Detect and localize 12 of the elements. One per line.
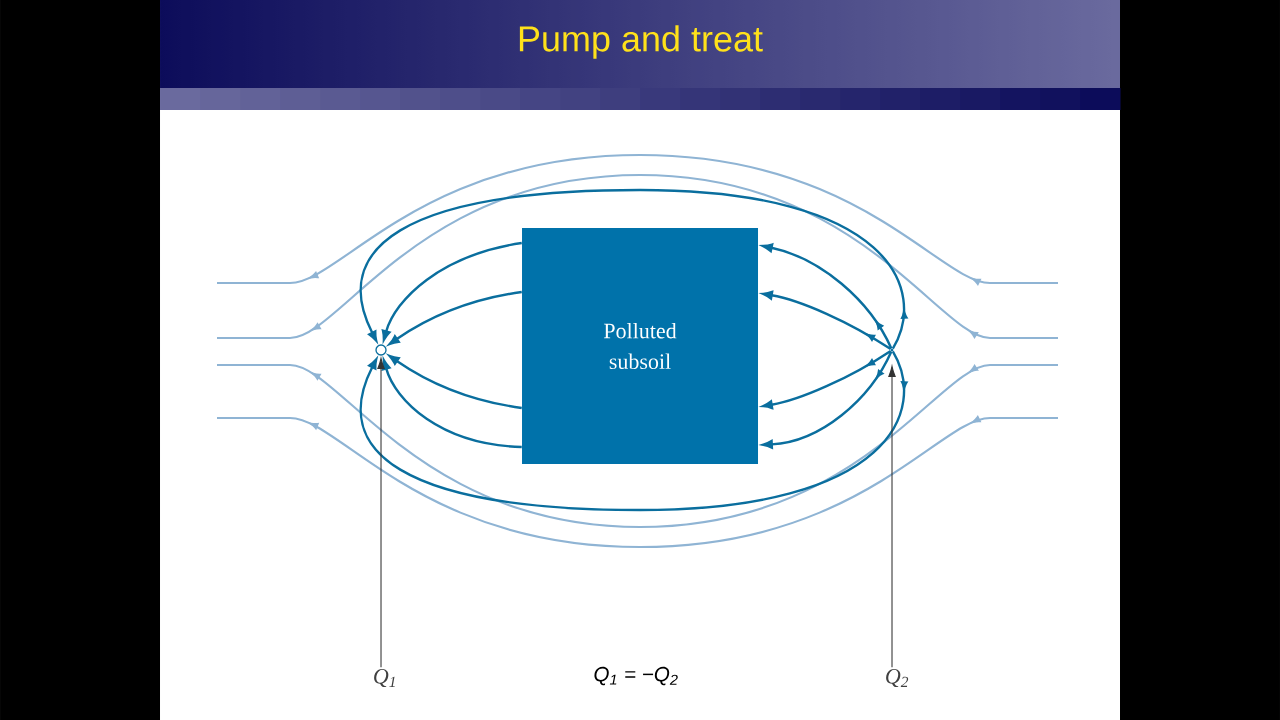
slide-title: Pump and treat [519,25,763,59]
equation-label: Q$_{1}$ = −Q$_{2}$ [594,666,678,686]
well-label: Q$_{2}$ [886,668,909,688]
flow-line [388,354,522,410]
flow-line [360,350,908,512]
polluted-zone-box: Polluted subsoil [522,228,758,464]
flow-line [388,290,522,346]
leader-line [377,357,385,668]
well-label: Q$_{1}$ [374,668,395,688]
leader-line [888,365,896,668]
well-symbol [375,344,387,356]
flow-line [360,188,908,350]
